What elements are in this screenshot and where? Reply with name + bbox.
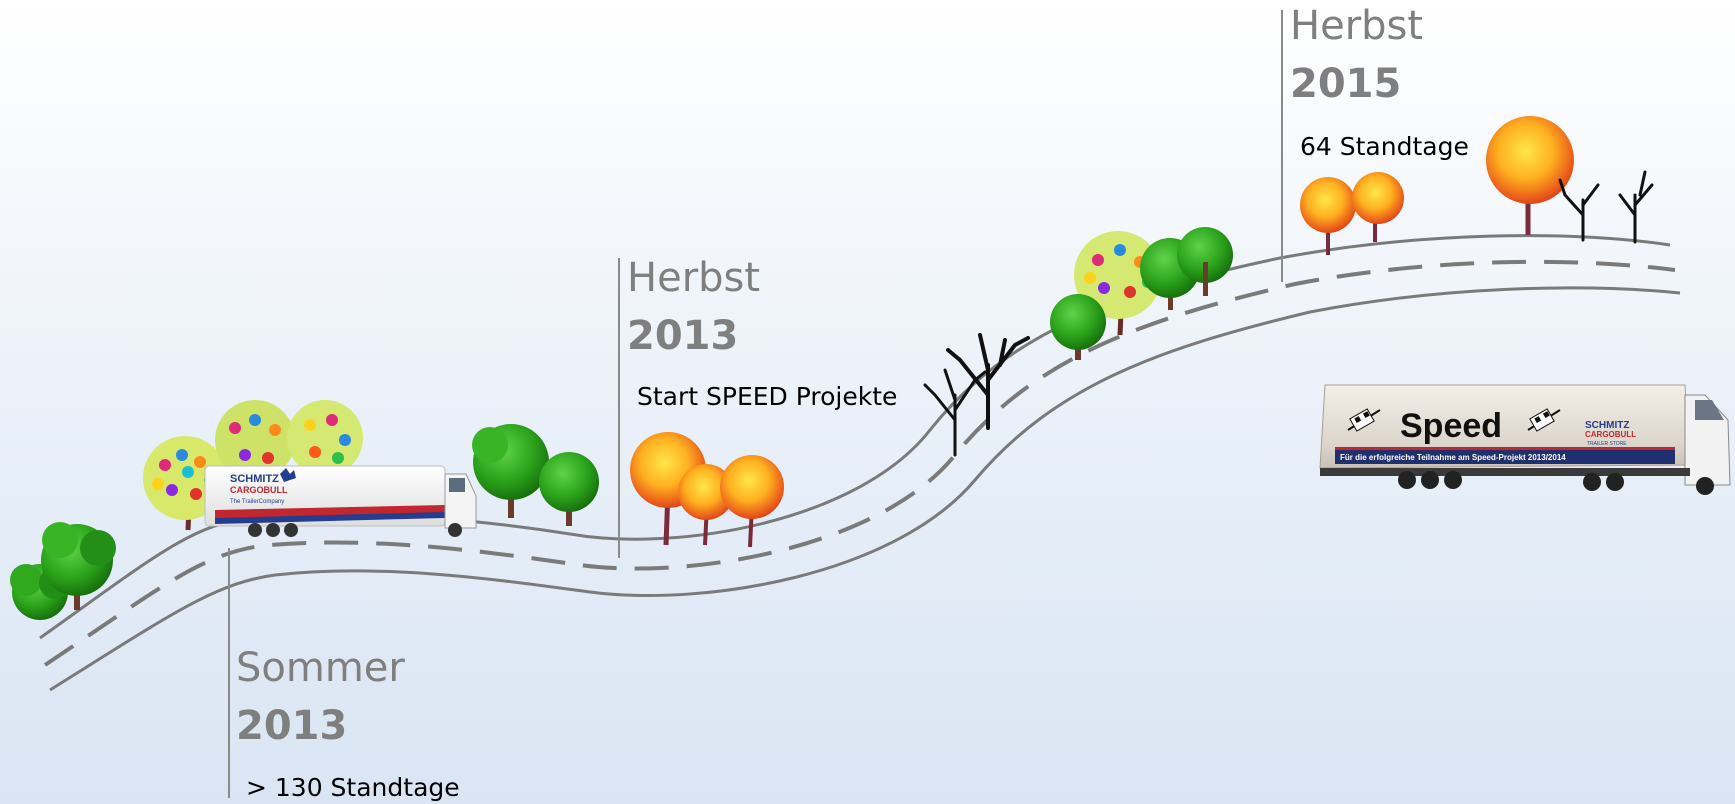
autumn-tree-2015-2 (1352, 172, 1404, 242)
milestone-year-herbst-2015: 2015 (1290, 61, 1402, 107)
green-tree-mid-1 (472, 424, 549, 518)
autumn-tree-2013-2 (678, 464, 734, 546)
truck-small-tagline: The TrailerCompany (230, 499, 284, 505)
milestone-note-sommer-2013: > 130 Standtage (246, 773, 460, 802)
milestone-season-sommer-2013: Sommer (236, 645, 405, 691)
truck-small-brand-bottom: CARGOBULL (230, 485, 288, 495)
milestone-season-herbst-2013: Herbst (627, 255, 761, 301)
truck-speed-brand-bottom: CARGOBULL (1585, 430, 1636, 439)
milestone-line-sommer-2013 (228, 548, 230, 798)
truck-small-brand-top: SCHMITZ (230, 473, 279, 485)
truck-speed-brand-top: SCHMITZ (1585, 420, 1629, 431)
autumn-tree-2015-1 (1300, 177, 1356, 255)
milestone-year-herbst-2013: 2013 (627, 313, 739, 359)
blossom-tree-cluster-2 (215, 400, 363, 480)
road-center-dash (43, 259, 1676, 667)
milestone-note-herbst-2013: Start SPEED Projekte (637, 382, 898, 411)
milestone-line-herbst-2015 (1281, 10, 1283, 282)
truck-speed: Für die erfolgreiche Teilnahme am Speed-… (1319, 384, 1731, 495)
bare-tree-2 (946, 333, 1030, 430)
bare-tree-2015-1 (1558, 178, 1600, 242)
checkered-flag-icon-right (1527, 408, 1561, 432)
green-tree-2014-2 (1140, 227, 1233, 310)
green-tree-left-2 (41, 522, 116, 610)
autumn-tree-2013-3 (720, 455, 784, 548)
truck-speed-banner: Für die erfolgreiche Teilnahme am Speed-… (1340, 453, 1566, 462)
milestone-season-herbst-2015: Herbst (1290, 3, 1424, 49)
blossom-tree-2014 (1074, 231, 1162, 336)
truck-speed-title: Speed (1400, 407, 1502, 445)
milestone-note-herbst-2015: 64 Standtage (1300, 132, 1469, 161)
bare-tree-2015-2 (1618, 170, 1654, 244)
green-tree-2014-1 (1050, 294, 1106, 360)
road-edge-bottom (49, 286, 1681, 692)
milestone-year-sommer-2013: 2013 (236, 703, 348, 749)
truck-speed-store: TRAILER STORE (1587, 441, 1627, 447)
green-tree-mid-2 (539, 452, 599, 526)
autumn-tree-2015-3 (1486, 116, 1574, 235)
checkered-flag-icon-left (1347, 408, 1381, 432)
bare-tree-1 (923, 368, 987, 457)
truck-small: SCHMITZ CARGOBULL The TrailerCompany (204, 465, 477, 537)
milestone-line-herbst-2013 (618, 258, 620, 558)
